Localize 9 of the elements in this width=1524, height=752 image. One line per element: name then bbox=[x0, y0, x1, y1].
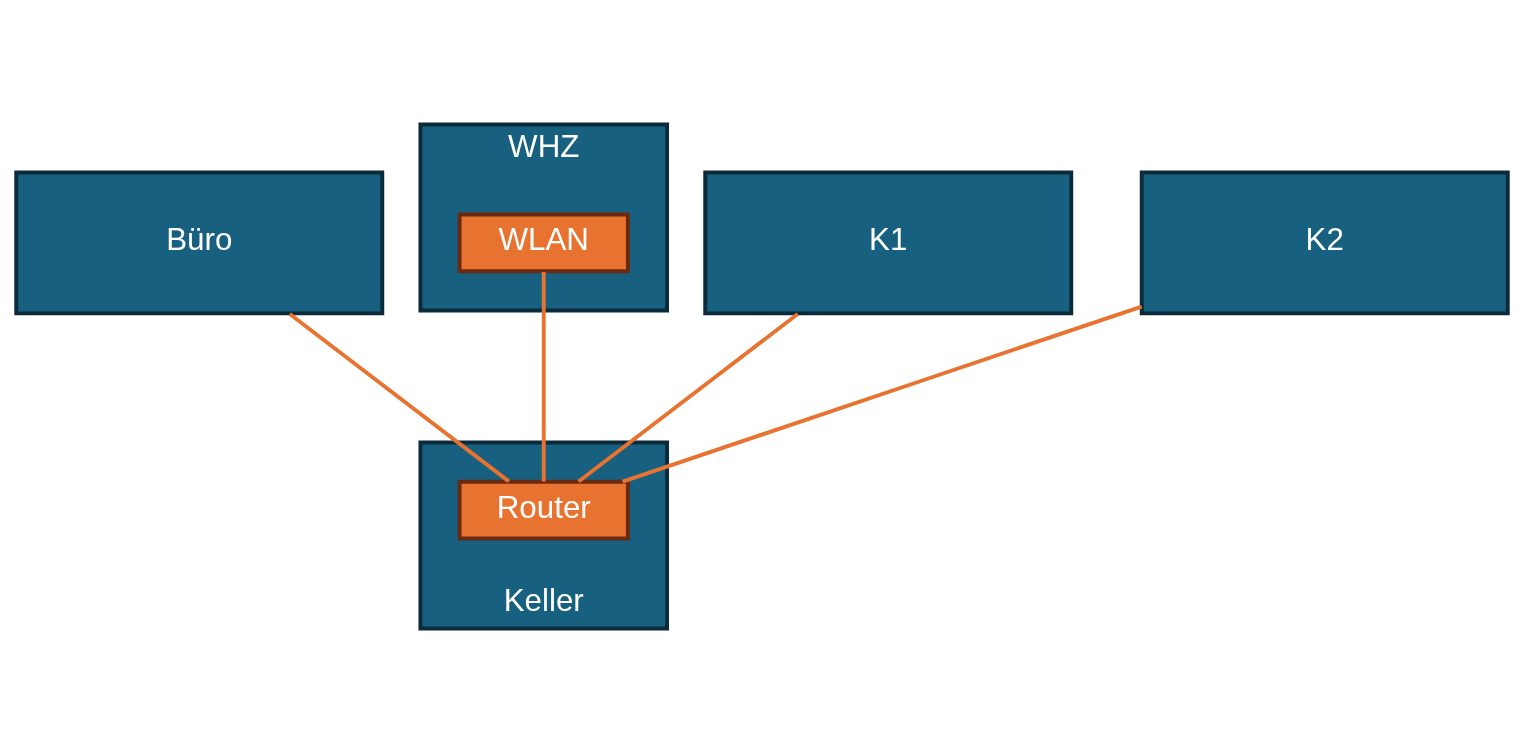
node-box: K2 bbox=[1139, 170, 1510, 315]
node-box: WLAN bbox=[457, 212, 630, 273]
connector bbox=[541, 271, 546, 481]
node-box: K1 bbox=[703, 170, 1074, 315]
node-box: Router bbox=[457, 479, 630, 540]
node-box: Büro bbox=[14, 170, 385, 315]
connector bbox=[288, 312, 511, 483]
connector bbox=[577, 312, 799, 483]
connector bbox=[622, 304, 1143, 483]
